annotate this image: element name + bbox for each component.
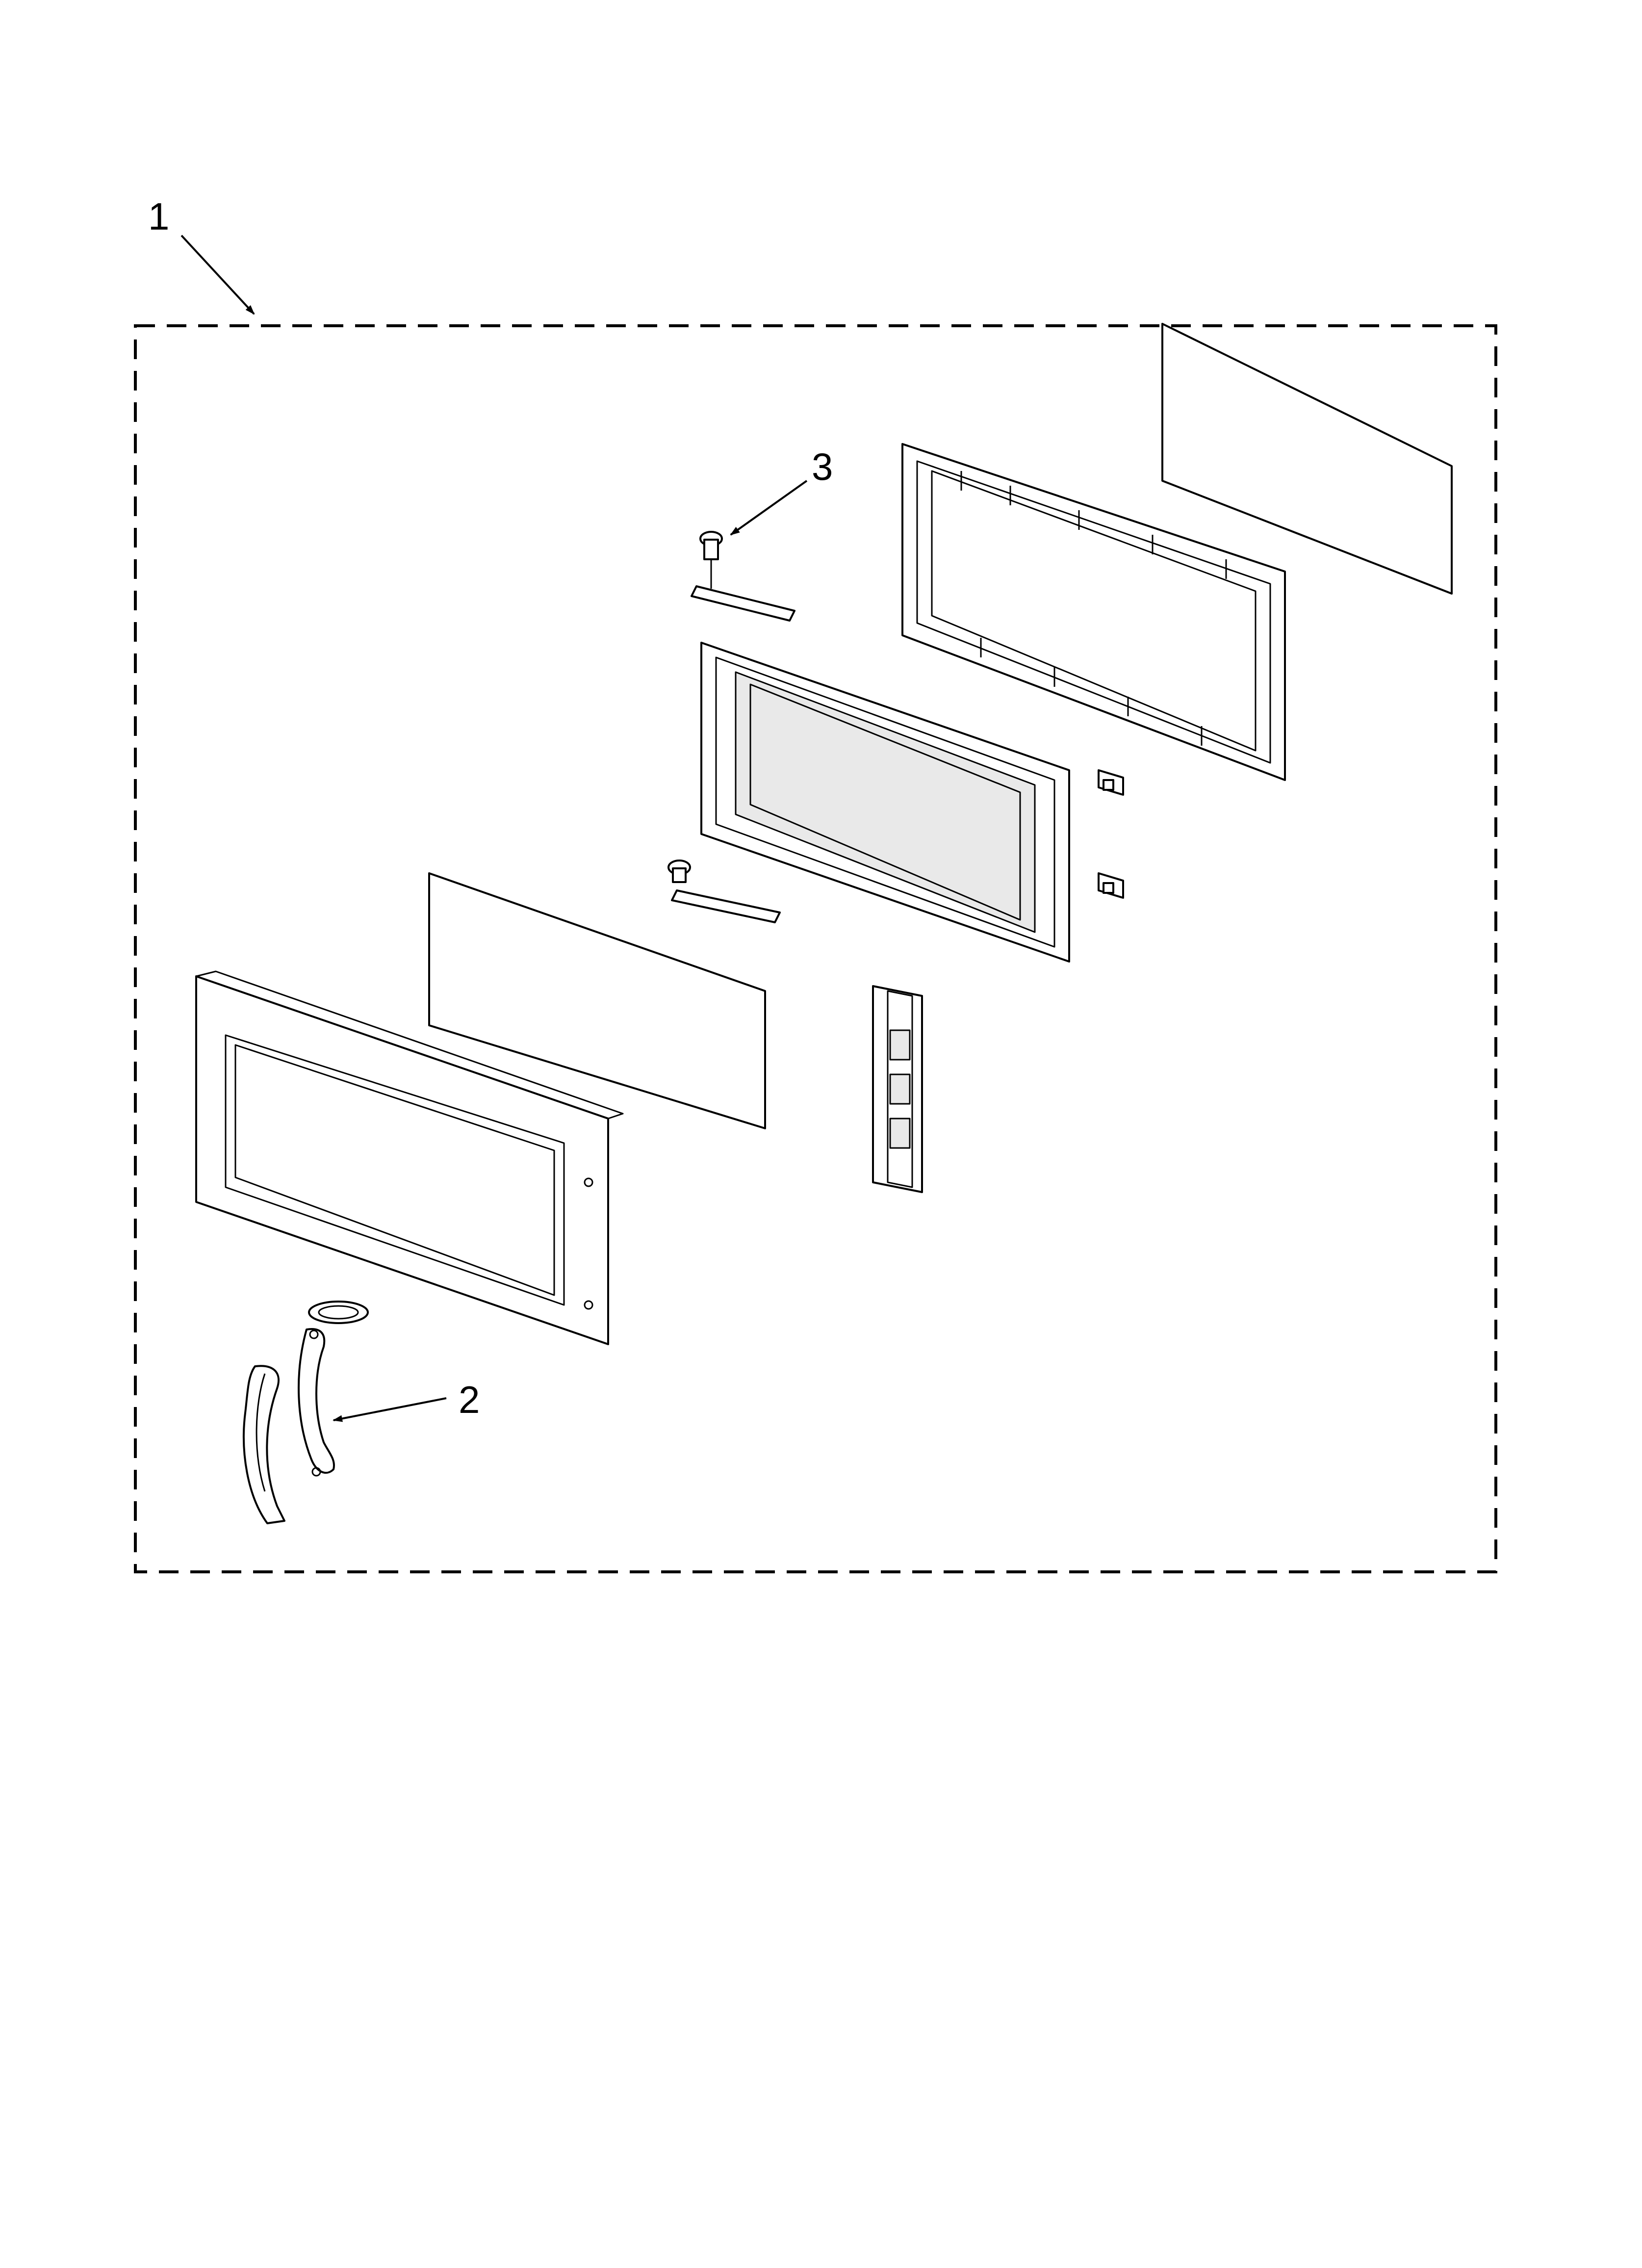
lower-hinge-bracket	[671, 889, 781, 923]
handle-bracket	[298, 1328, 335, 1477]
callout-2-leader-arrow	[333, 1397, 447, 1422]
latch-upper	[1098, 769, 1124, 796]
latch-lower	[1098, 872, 1124, 899]
top-hinge-bracket	[691, 585, 795, 622]
logo-badge	[308, 1301, 369, 1324]
latch-assembly	[872, 985, 923, 1193]
callout-1[interactable]: 1	[148, 195, 255, 315]
callout-3[interactable]: 3	[730, 445, 833, 536]
inner-glass-panel	[428, 872, 766, 1129]
callout-1-leader-arrow	[180, 235, 255, 315]
callout-1-label: 1	[148, 195, 169, 238]
top-hinge-screw	[699, 531, 723, 589]
outer-door-frame	[195, 970, 624, 1345]
outer-glass-panel	[1161, 323, 1453, 595]
callout-3-leader-arrow	[730, 480, 808, 536]
lower-hinge-screw	[667, 860, 691, 883]
callout-2-label: 2	[459, 1378, 480, 1421]
inner-door-frame	[700, 642, 1070, 963]
callout-2[interactable]: 2	[333, 1378, 480, 1422]
callout-3-label: 3	[812, 445, 833, 488]
door-handle	[243, 1365, 285, 1524]
kit-boundary-dashed-box	[134, 324, 1497, 1573]
rear-choke-frame	[901, 443, 1286, 781]
